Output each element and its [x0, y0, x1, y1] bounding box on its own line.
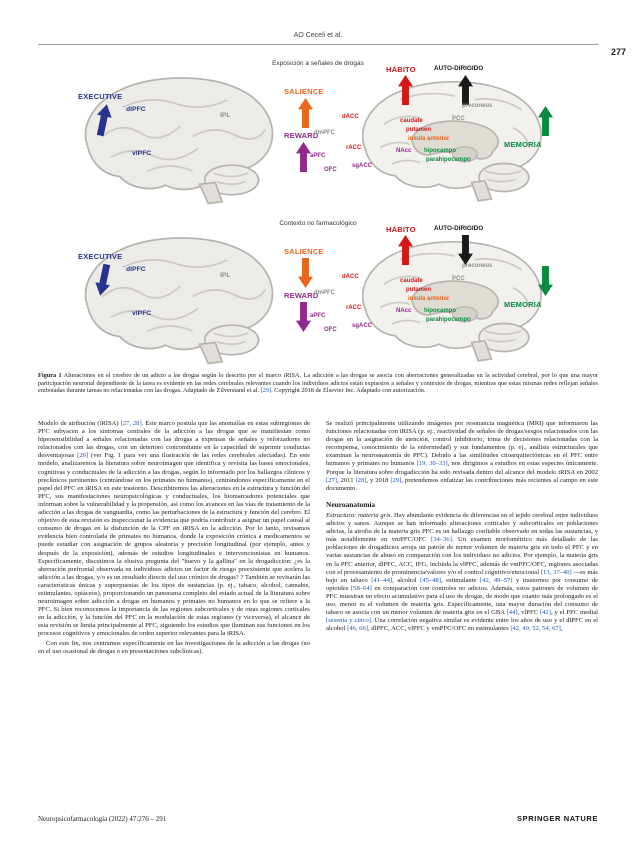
anterior-insula-label: insula anterior: [408, 136, 450, 142]
body-text: Modelo de atribución (iRISA) [27, 28]. E…: [38, 420, 598, 806]
reward-network-label: REWARD: [284, 131, 319, 140]
apfc-label: aPFC: [310, 313, 326, 319]
panel-a-title: Exposición a señales de drogas: [272, 60, 364, 67]
self-directed-network-label: AUTO-DIRIGIDO: [434, 65, 484, 72]
dmpfc-label: dmPFC: [314, 290, 335, 296]
pcc-label: PCC: [452, 276, 465, 282]
page-number: 277: [610, 47, 626, 57]
paragraph-scope: Con este fin, nos centramos específicame…: [38, 639, 310, 655]
figure-caption: Figura 1 Alteraciones en el cerebro de u…: [38, 372, 598, 395]
panel-b-title: Contexto no farmacológico: [279, 220, 357, 227]
section-heading-neuroanatomy: Neuroanatomía: [326, 499, 376, 509]
paragraph-gray-matter: Estructura: materia gris. Hay abundante …: [326, 512, 598, 633]
ofc-label: OFC: [324, 167, 337, 173]
salience-network-label: SALIENCE: [284, 247, 324, 256]
parahippocampus-label: parahipocampo: [426, 157, 471, 163]
reward-arrow-icon: [296, 302, 311, 332]
paragraph-gray-matter-text: Hay abundante evidencia de diferencias e…: [326, 511, 598, 633]
precuneus-label: precuneus: [462, 103, 493, 109]
journal-citation: Neuropsicofarmacología (2022) 47:276 – 2…: [38, 815, 167, 823]
self-directed-network-label: AUTO-DIRIGIDO: [434, 225, 484, 232]
nacc-label: NAcc: [396, 148, 412, 154]
salience-arrow-icon: [298, 98, 313, 128]
racc-label: rACC: [346, 305, 362, 311]
hippocampus-label: hipocampo: [424, 308, 457, 314]
parahippocampus-label: parahipocampo: [426, 317, 471, 323]
publisher-wordmark: SPRINGER NATURE: [517, 814, 598, 823]
nacc-label: NAcc: [396, 308, 412, 314]
putamen-label: putamen: [406, 127, 432, 133]
vlpfc-label: vlPFC: [132, 310, 152, 317]
dlpfc-label: dlPFC: [126, 266, 146, 273]
figure-1: Exposición a señales de drogas EXECUTIVE…: [38, 58, 598, 370]
vlpfc-label: vlPFC: [132, 150, 152, 157]
running-head-authors: AO Ceceli et al.: [293, 32, 343, 39]
habit-network-label: HÁBITO: [386, 65, 416, 74]
ipl-label: IPL: [220, 112, 231, 119]
putamen-label: putamen: [406, 287, 432, 293]
anterior-insula-label: insula anterior: [408, 296, 450, 302]
figure-caption-text: Alteraciones en el cerebro de un adicto …: [38, 372, 599, 395]
paragraph-irisa-model: Modelo de atribución (iRISA) [27, 28]. E…: [38, 420, 310, 638]
habit-network-label: HÁBITO: [386, 225, 416, 234]
caudate-label: caudate: [400, 278, 423, 284]
apfc-label: aPFC: [310, 153, 326, 159]
precuneus-label: precuneus: [462, 263, 493, 269]
memory-network-label: MEMORIA: [504, 140, 542, 149]
memory-network-label: MEMORIA: [504, 300, 542, 309]
left-column: Modelo de atribución (iRISA) [27, 28]. E…: [38, 420, 310, 806]
pcc-label: PCC: [452, 116, 465, 122]
racc-label: rACC: [346, 145, 362, 151]
page-footer: Neuropsicofarmacología (2022) 47:276 – 2…: [38, 814, 598, 823]
salience-network-label: SALIENCE: [284, 87, 324, 96]
right-column: Se realizó principalmente utilizando imá…: [326, 420, 598, 806]
running-head: AO Ceceli et al.: [38, 32, 598, 45]
salience-arrow-icon: [298, 258, 313, 288]
ipl-label: IPL: [220, 272, 231, 279]
figure-caption-label: Figura 1: [38, 372, 62, 379]
figure-panel-drug-cue: Exposición a señales de drogas EXECUTIVE…: [38, 60, 598, 212]
ofc-label: OFC: [324, 327, 337, 333]
dacc-label: dACC: [342, 274, 359, 280]
caudate-label: caudate: [400, 118, 423, 124]
figure-panel-nondrug-context: Contexto no farmacológico EXECUTIVE dlPF…: [38, 220, 598, 372]
dacc-label: dACC: [342, 114, 359, 120]
reward-arrow-icon: [296, 142, 311, 172]
dmpfc-label: dmPFC: [314, 130, 335, 136]
sgacc-label: sgACC: [352, 323, 373, 329]
executive-network-label: EXECUTIVE: [78, 92, 123, 101]
hippocampus-label: hipocampo: [424, 148, 457, 154]
paragraph-mri-methods: Se realizó principalmente utilizando imá…: [326, 420, 598, 492]
run-in-heading-gray-matter: Estructura: materia gris.: [326, 511, 393, 519]
dlpfc-label: dlPFC: [126, 106, 146, 113]
reward-network-label: REWARD: [284, 291, 319, 300]
executive-network-label: EXECUTIVE: [78, 252, 123, 261]
sgacc-label: sgACC: [352, 163, 373, 169]
